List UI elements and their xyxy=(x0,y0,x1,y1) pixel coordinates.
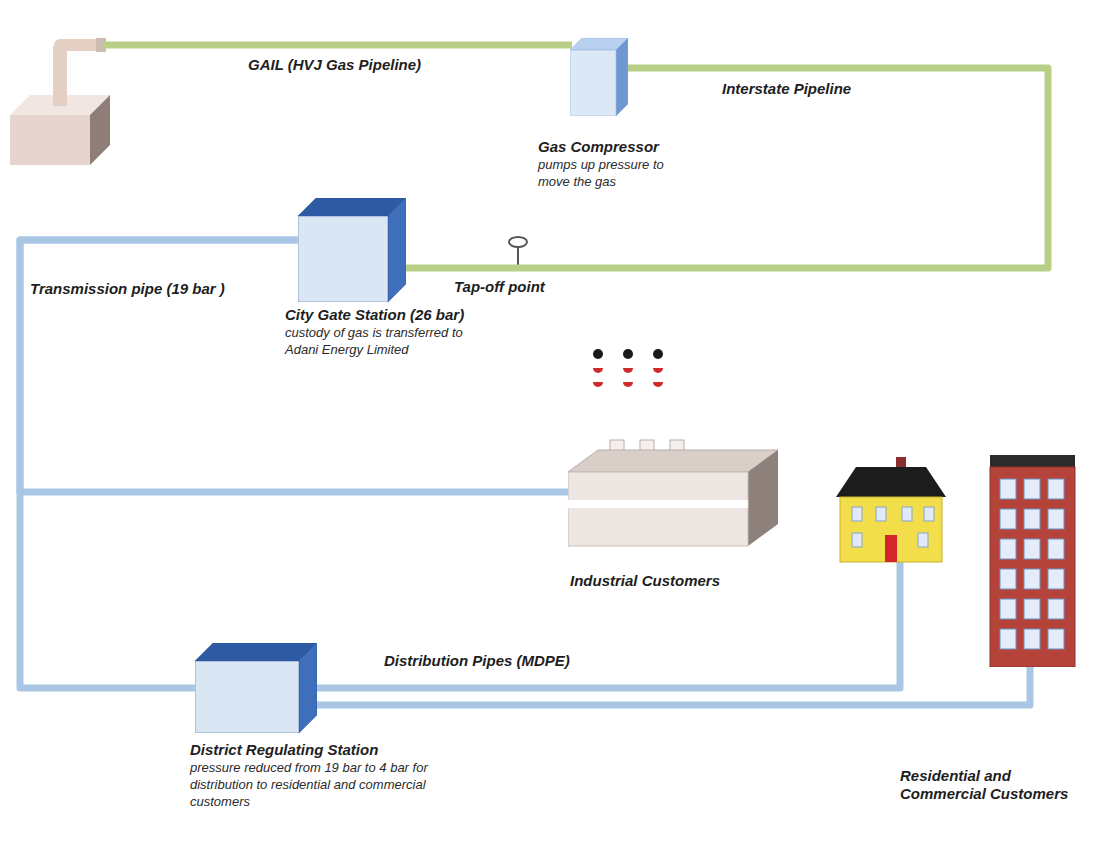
factory-band xyxy=(568,500,748,508)
building-window xyxy=(1024,539,1040,559)
building-window xyxy=(1024,599,1040,619)
gas-pipe xyxy=(317,562,1030,705)
factory-roof xyxy=(568,450,778,472)
station-node: Residential and Commercial Customers xyxy=(832,455,1078,667)
cube-top xyxy=(195,643,317,661)
building-window xyxy=(1000,539,1016,559)
gas-pipe xyxy=(20,240,568,492)
node-description: pressure reduced from 19 bar to 4 bar fo… xyxy=(190,759,440,810)
cube-side xyxy=(299,643,317,733)
valve-stem xyxy=(517,247,519,265)
gas-pipe xyxy=(20,240,298,688)
node-heading: District Regulating Station xyxy=(190,741,450,759)
tap-off-valve xyxy=(509,237,527,265)
block-front xyxy=(10,115,90,165)
factory-side xyxy=(748,450,778,546)
building-window xyxy=(1048,509,1064,529)
pipe-label: Transmission pipe (19 bar ) xyxy=(30,280,225,298)
smoke-puff xyxy=(623,382,633,387)
building-body xyxy=(990,467,1075,667)
house-window xyxy=(924,507,934,521)
house-roof xyxy=(836,467,946,497)
node-description: custody of gas is transferred to Adani E… xyxy=(285,324,465,358)
building-window xyxy=(1048,539,1064,559)
smoke-puff xyxy=(653,368,663,373)
node-caption: Gas Compressorpumps up pressure to move … xyxy=(538,138,698,190)
building-window xyxy=(1000,509,1016,529)
smoke-puff xyxy=(593,382,603,387)
node-heading: Industrial Customers xyxy=(570,572,790,590)
building-window xyxy=(1000,629,1016,649)
gail-pipeline xyxy=(104,42,572,49)
house-body xyxy=(840,497,942,562)
smoke-dot xyxy=(623,349,633,359)
cube-front xyxy=(195,661,299,733)
building-window xyxy=(1048,629,1064,649)
pipe-label: Tap-off point xyxy=(454,278,545,296)
building-window xyxy=(1024,629,1040,649)
station-node: District Regulating Stationpressure redu… xyxy=(195,643,317,733)
building-window xyxy=(1000,599,1016,619)
building-window xyxy=(1048,599,1064,619)
building-window xyxy=(1000,479,1016,499)
factory-front xyxy=(568,472,748,546)
building-top xyxy=(990,455,1075,467)
building-window xyxy=(1000,569,1016,589)
block-side xyxy=(90,95,110,165)
cube-side xyxy=(388,198,406,302)
node-heading: Residential and Commercial Customers xyxy=(900,767,1090,803)
cube-top xyxy=(298,198,406,216)
smoke-puff xyxy=(623,368,633,373)
house-window xyxy=(852,507,862,521)
building-window xyxy=(1024,569,1040,589)
node-description: pumps up pressure to move the gas xyxy=(538,156,678,190)
cube-front xyxy=(570,50,616,116)
smoke-puff xyxy=(653,382,663,387)
house-window xyxy=(918,533,928,547)
station-node: Gas Compressorpumps up pressure to move … xyxy=(570,38,628,116)
pipe-label: GAIL (HVJ Gas Pipeline) xyxy=(248,56,421,74)
node-icon xyxy=(568,438,778,548)
building-window xyxy=(1024,479,1040,499)
smoke-puff xyxy=(593,368,603,373)
node-heading: Gas Compressor xyxy=(538,138,698,156)
house-door xyxy=(885,535,897,562)
node-heading: City Gate Station (26 bar) xyxy=(285,306,515,324)
station-node: City Gate Station (26 bar)custody of gas… xyxy=(298,198,406,302)
node-icon xyxy=(195,643,317,733)
node-icon xyxy=(570,38,628,116)
building-window xyxy=(1048,479,1064,499)
valve-wheel xyxy=(509,237,527,247)
house-window xyxy=(876,507,886,521)
cube-side xyxy=(616,38,628,116)
node-caption: Residential and Commercial Customers xyxy=(900,767,1090,803)
pipe-label: Distribution Pipes (MDPE) xyxy=(384,652,570,670)
cube-front xyxy=(298,216,388,302)
node-icon xyxy=(832,455,1078,667)
building-window xyxy=(1048,569,1064,589)
gas-pipe xyxy=(406,68,1048,268)
house-window xyxy=(902,507,912,521)
node-caption: Industrial Customers xyxy=(570,572,790,590)
building-window xyxy=(1024,509,1040,529)
smoke-dots xyxy=(593,349,663,387)
house-window xyxy=(852,533,862,547)
smoke-dot xyxy=(593,349,603,359)
node-caption: District Regulating Stationpressure redu… xyxy=(190,741,450,810)
smoke-dot xyxy=(653,349,663,359)
elbow-pipe xyxy=(60,39,100,51)
node-caption: City Gate Station (26 bar)custody of gas… xyxy=(285,306,515,358)
gail-source xyxy=(10,38,110,165)
node-icon xyxy=(298,198,406,302)
riser-pipe xyxy=(53,46,67,106)
pipe-label: Interstate Pipeline xyxy=(722,80,851,98)
station-node: Industrial Customers xyxy=(568,438,778,548)
